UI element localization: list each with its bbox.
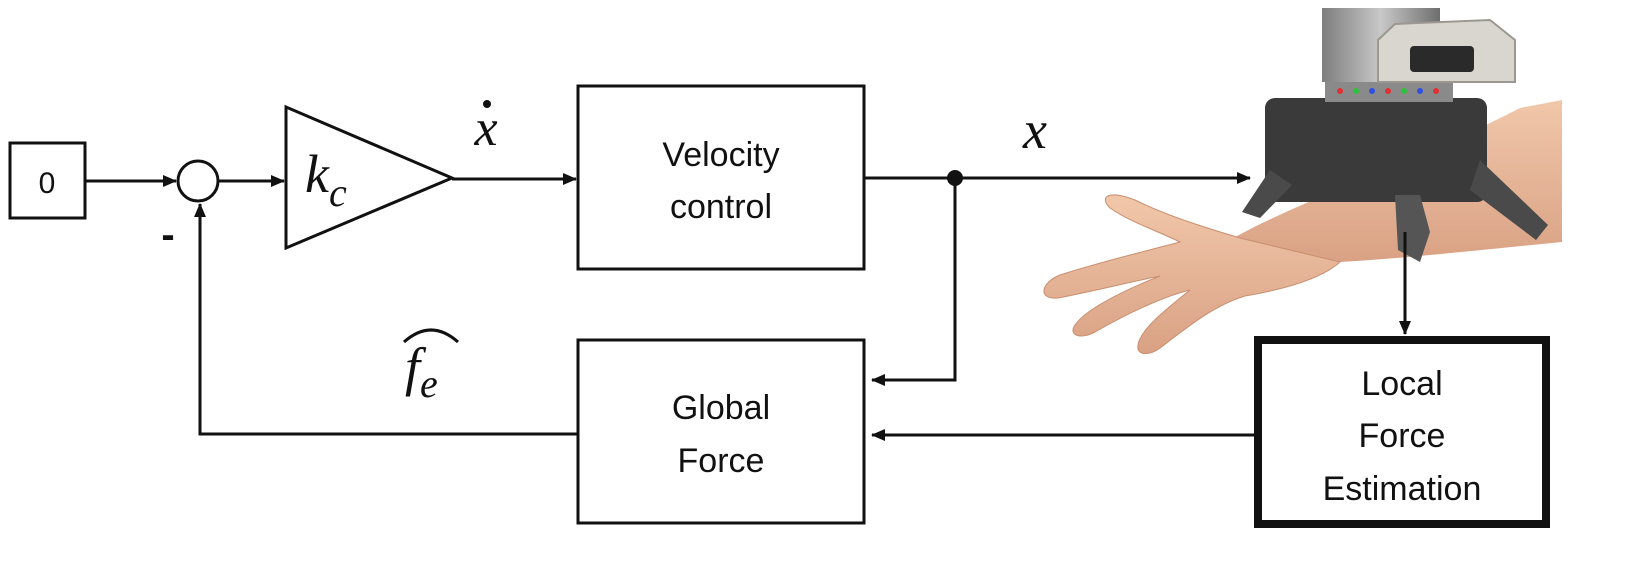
summing-junction: [176, 159, 220, 203]
feedback-arrow: [194, 203, 578, 436]
input-zero-block: [8, 141, 87, 220]
led: [1433, 88, 1439, 94]
force-estimate-label: fe: [403, 328, 459, 406]
x-dot-dot: [483, 100, 491, 108]
local-force-estimation-block: [1254, 336, 1550, 528]
hand: [1043, 194, 1342, 355]
input-zero-label: 0: [39, 167, 56, 200]
led: [1385, 88, 1391, 94]
force-estimate-subscript: e: [420, 361, 438, 406]
branch-to-global-force-arrow: [871, 178, 957, 386]
local-force-label-line3: Estimation: [1323, 470, 1482, 508]
x-symbol: x: [1022, 100, 1047, 160]
led: [1417, 88, 1423, 94]
robot-chassis: [1265, 98, 1487, 202]
camera-lens: [1410, 46, 1474, 72]
local-force-label-line2: Force: [1359, 417, 1446, 455]
gain-kc-base: k: [305, 144, 330, 204]
led: [1401, 88, 1407, 94]
velocity-control-block: [576, 84, 866, 271]
robot-on-arm-illustration: [1043, 8, 1562, 355]
led: [1369, 88, 1375, 94]
global-force-label-line1: Global: [672, 389, 770, 427]
velocity-control-label-line2: control: [670, 188, 772, 226]
hat-accent: [403, 328, 459, 344]
velocity-control-label-line1: Velocity: [662, 136, 779, 174]
x-dot-symbol: x: [473, 100, 497, 157]
global-force-block: [576, 338, 866, 525]
gain-kc-subscript: c: [329, 170, 347, 215]
gain-kc-block: [284, 104, 456, 251]
force-estimate-text: fe: [405, 337, 438, 406]
led: [1337, 88, 1343, 94]
local-force-label-line1: Local: [1361, 365, 1442, 403]
gain-kc-label: kc: [305, 144, 347, 215]
minus-sign: -: [161, 213, 174, 257]
led: [1353, 88, 1359, 94]
global-force-label-line2: Force: [678, 442, 765, 480]
robot-leg-left: [1242, 170, 1292, 218]
robot-leg-right: [1470, 160, 1548, 240]
